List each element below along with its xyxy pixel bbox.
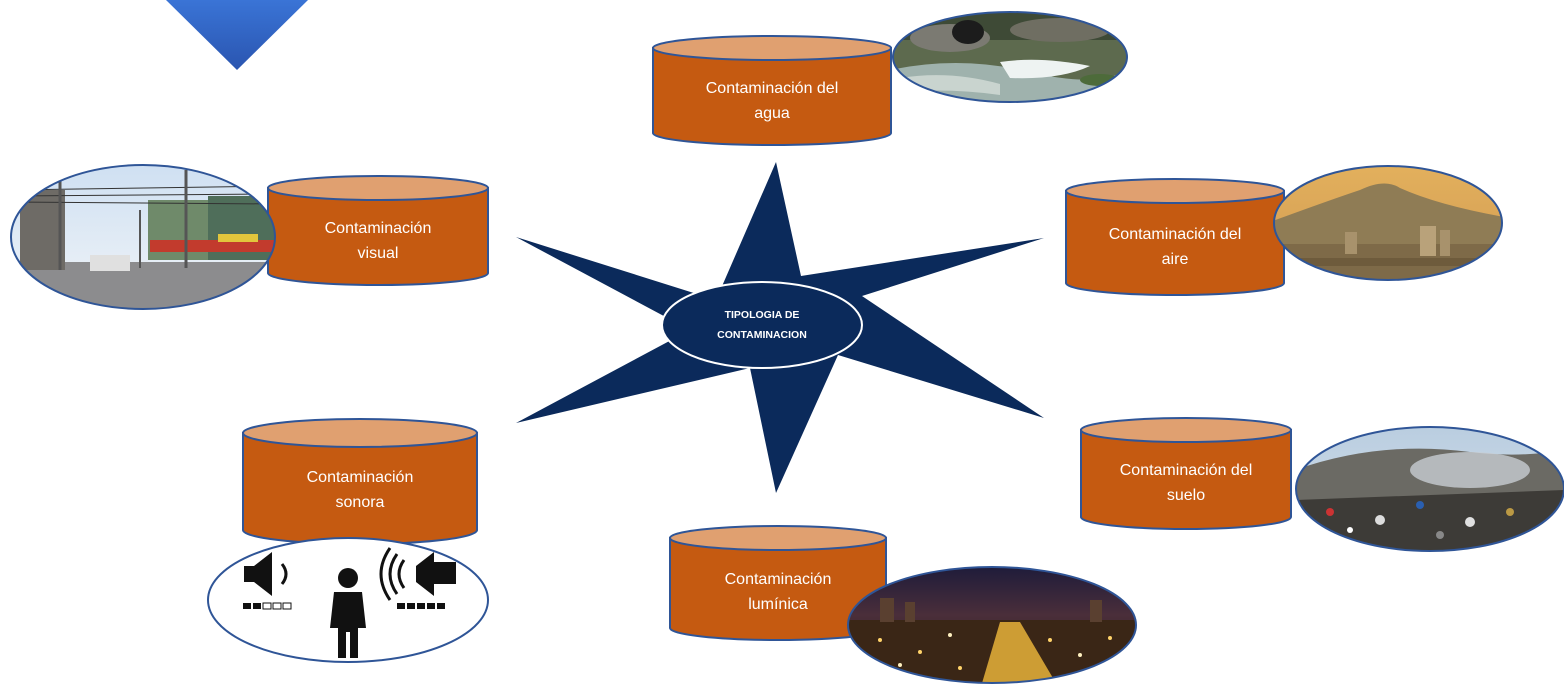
label-visual: Contaminación visual <box>268 216 488 266</box>
soil-pollution-photo <box>1295 426 1564 552</box>
cylinder-visual <box>267 175 489 286</box>
cylinder-sonora <box>242 418 478 545</box>
label-suelo-line2: suelo <box>1166 487 1206 504</box>
center-label: TIPOLOGIA DE CONTAMINACION <box>662 300 862 350</box>
label-suelo: Contaminación del suelo <box>1081 458 1291 508</box>
noise-pollution-illustration <box>207 537 489 663</box>
center-label-line1: TIPOLOGIA DE <box>724 309 800 321</box>
label-aire-line1: Contaminación del <box>1108 226 1242 243</box>
person-icon <box>330 568 366 658</box>
label-agua-line2: agua <box>754 105 790 122</box>
speaker-low-icon <box>244 552 288 596</box>
center-ellipse <box>661 281 863 369</box>
center-label-line2: CONTAMINACION <box>717 329 807 341</box>
label-agua: Contaminación del agua <box>653 76 891 126</box>
water-pollution-photo <box>892 11 1128 103</box>
light-pollution-photo <box>847 566 1137 684</box>
label-sonora-line2: sonora <box>335 494 385 511</box>
label-visual-line2: visual <box>357 245 399 262</box>
label-visual-line1: Contaminación <box>324 220 432 237</box>
cylinder-luminica <box>669 525 887 641</box>
label-luminica-line2: lumínica <box>748 596 808 613</box>
label-luminica: Contaminación lumínica <box>670 567 886 617</box>
chevron-down-icon <box>166 0 308 70</box>
volume-low-bar <box>243 602 292 610</box>
visual-pollution-photo <box>10 164 276 310</box>
label-sonora-line1: Contaminación <box>306 469 414 486</box>
label-aire: Contaminación del aire <box>1066 222 1284 272</box>
label-sonora: Contaminación sonora <box>243 465 477 515</box>
label-agua-line1: Contaminación del <box>705 80 839 97</box>
air-pollution-photo <box>1273 165 1503 281</box>
cylinder-agua <box>652 35 892 146</box>
cylinder-aire <box>1065 178 1285 296</box>
label-suelo-line1: Contaminación del <box>1119 462 1253 479</box>
volume-high-bar <box>397 603 445 609</box>
speaker-loud-icon <box>379 547 456 601</box>
label-luminica-line1: Contaminación <box>724 571 832 588</box>
cylinder-suelo <box>1080 417 1292 530</box>
label-aire-line2: aire <box>1161 251 1189 268</box>
